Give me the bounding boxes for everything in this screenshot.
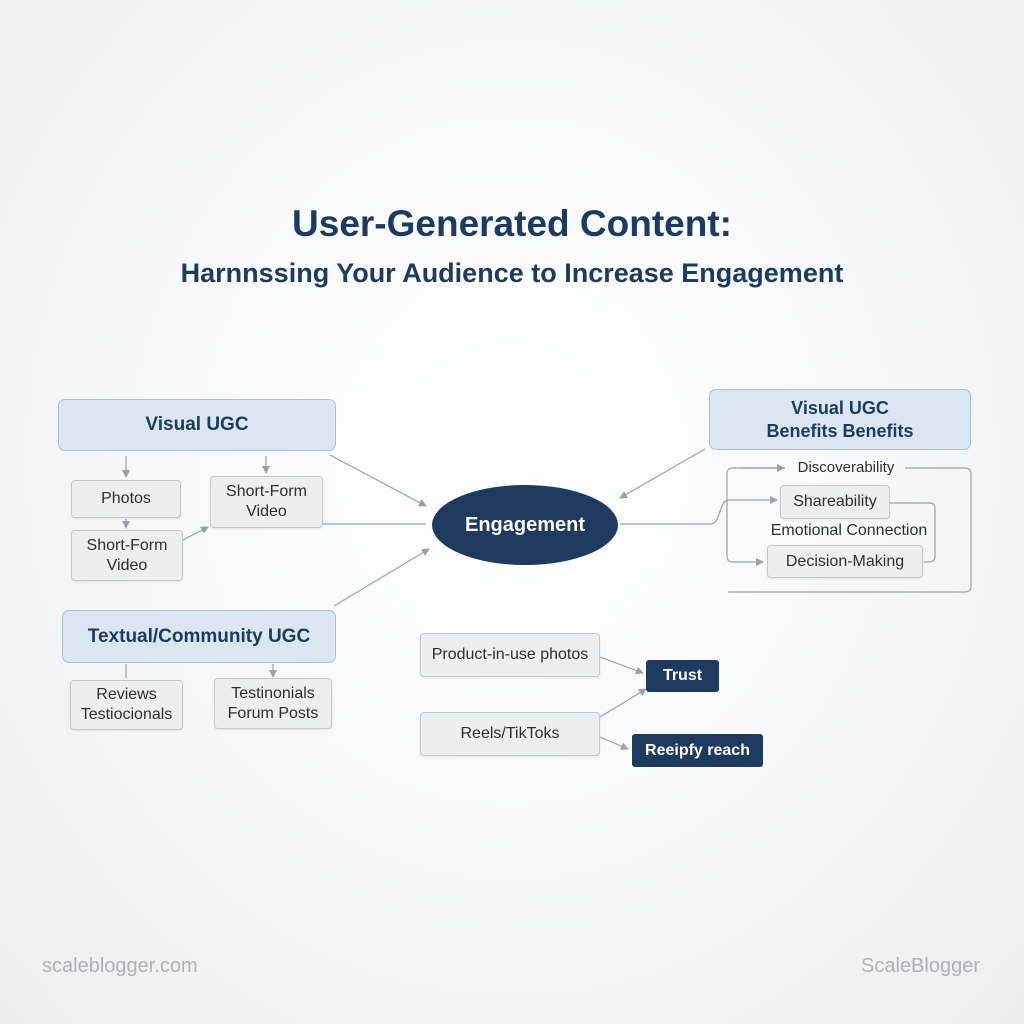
textual-community-ugc-node: Textual/Community UGC: [62, 610, 336, 663]
connector-reels-to-reach: [599, 736, 629, 750]
connector-visual-to-engagement: [329, 454, 427, 507]
reach-node: Reeipfy reach: [632, 734, 763, 767]
reels-tiktoks-node: Reels/TikToks: [420, 712, 600, 756]
connector-shareability-loop: [890, 502, 936, 563]
diagram-title: User-Generated Content:: [292, 203, 732, 244]
visual-ugc-benefits-node: Visual UGC Benefits Benefits: [709, 389, 971, 450]
shareability-node: Shareability: [780, 485, 890, 519]
discoverability-label: Discoverability: [797, 458, 895, 476]
benefits-bracket-inner: [726, 467, 785, 566]
decision-making-node: Decision-Making: [767, 545, 923, 578]
footer-url: scaleblogger.com: [42, 955, 198, 977]
connector-product-to-trust: [599, 656, 644, 675]
short-form-video-node-bottom: Short-Form Video: [71, 530, 183, 581]
trust-node: Trust: [646, 660, 719, 692]
connector-engagement-to-benefits: [620, 496, 778, 525]
diagram-subtitle: Harnnssing Your Audience to Increase Eng…: [180, 258, 844, 288]
connector-textual-to-engagement: [333, 548, 430, 607]
footer-brand: ScaleBlogger: [861, 955, 980, 977]
visual-ugc-node: Visual UGC: [58, 399, 336, 451]
testimonials-node: Testinonials Forum Posts: [214, 678, 332, 729]
connector-reels-to-trust: [599, 688, 647, 718]
benefits-bracket-outer: [728, 467, 972, 593]
connector-video-to-video: [182, 526, 209, 541]
short-form-video-node-top: Short-Form Video: [210, 476, 323, 528]
connector-benefits-to-engagement: [619, 448, 706, 499]
reviews-node: Reviews Testiocionals: [70, 680, 183, 730]
photos-node: Photos: [71, 480, 181, 518]
engagement-node: Engagement: [432, 485, 618, 565]
product-in-use-photos-node: Product-in-use photos: [420, 633, 600, 677]
emotional-connection-label: Emotional Connection: [770, 522, 928, 539]
